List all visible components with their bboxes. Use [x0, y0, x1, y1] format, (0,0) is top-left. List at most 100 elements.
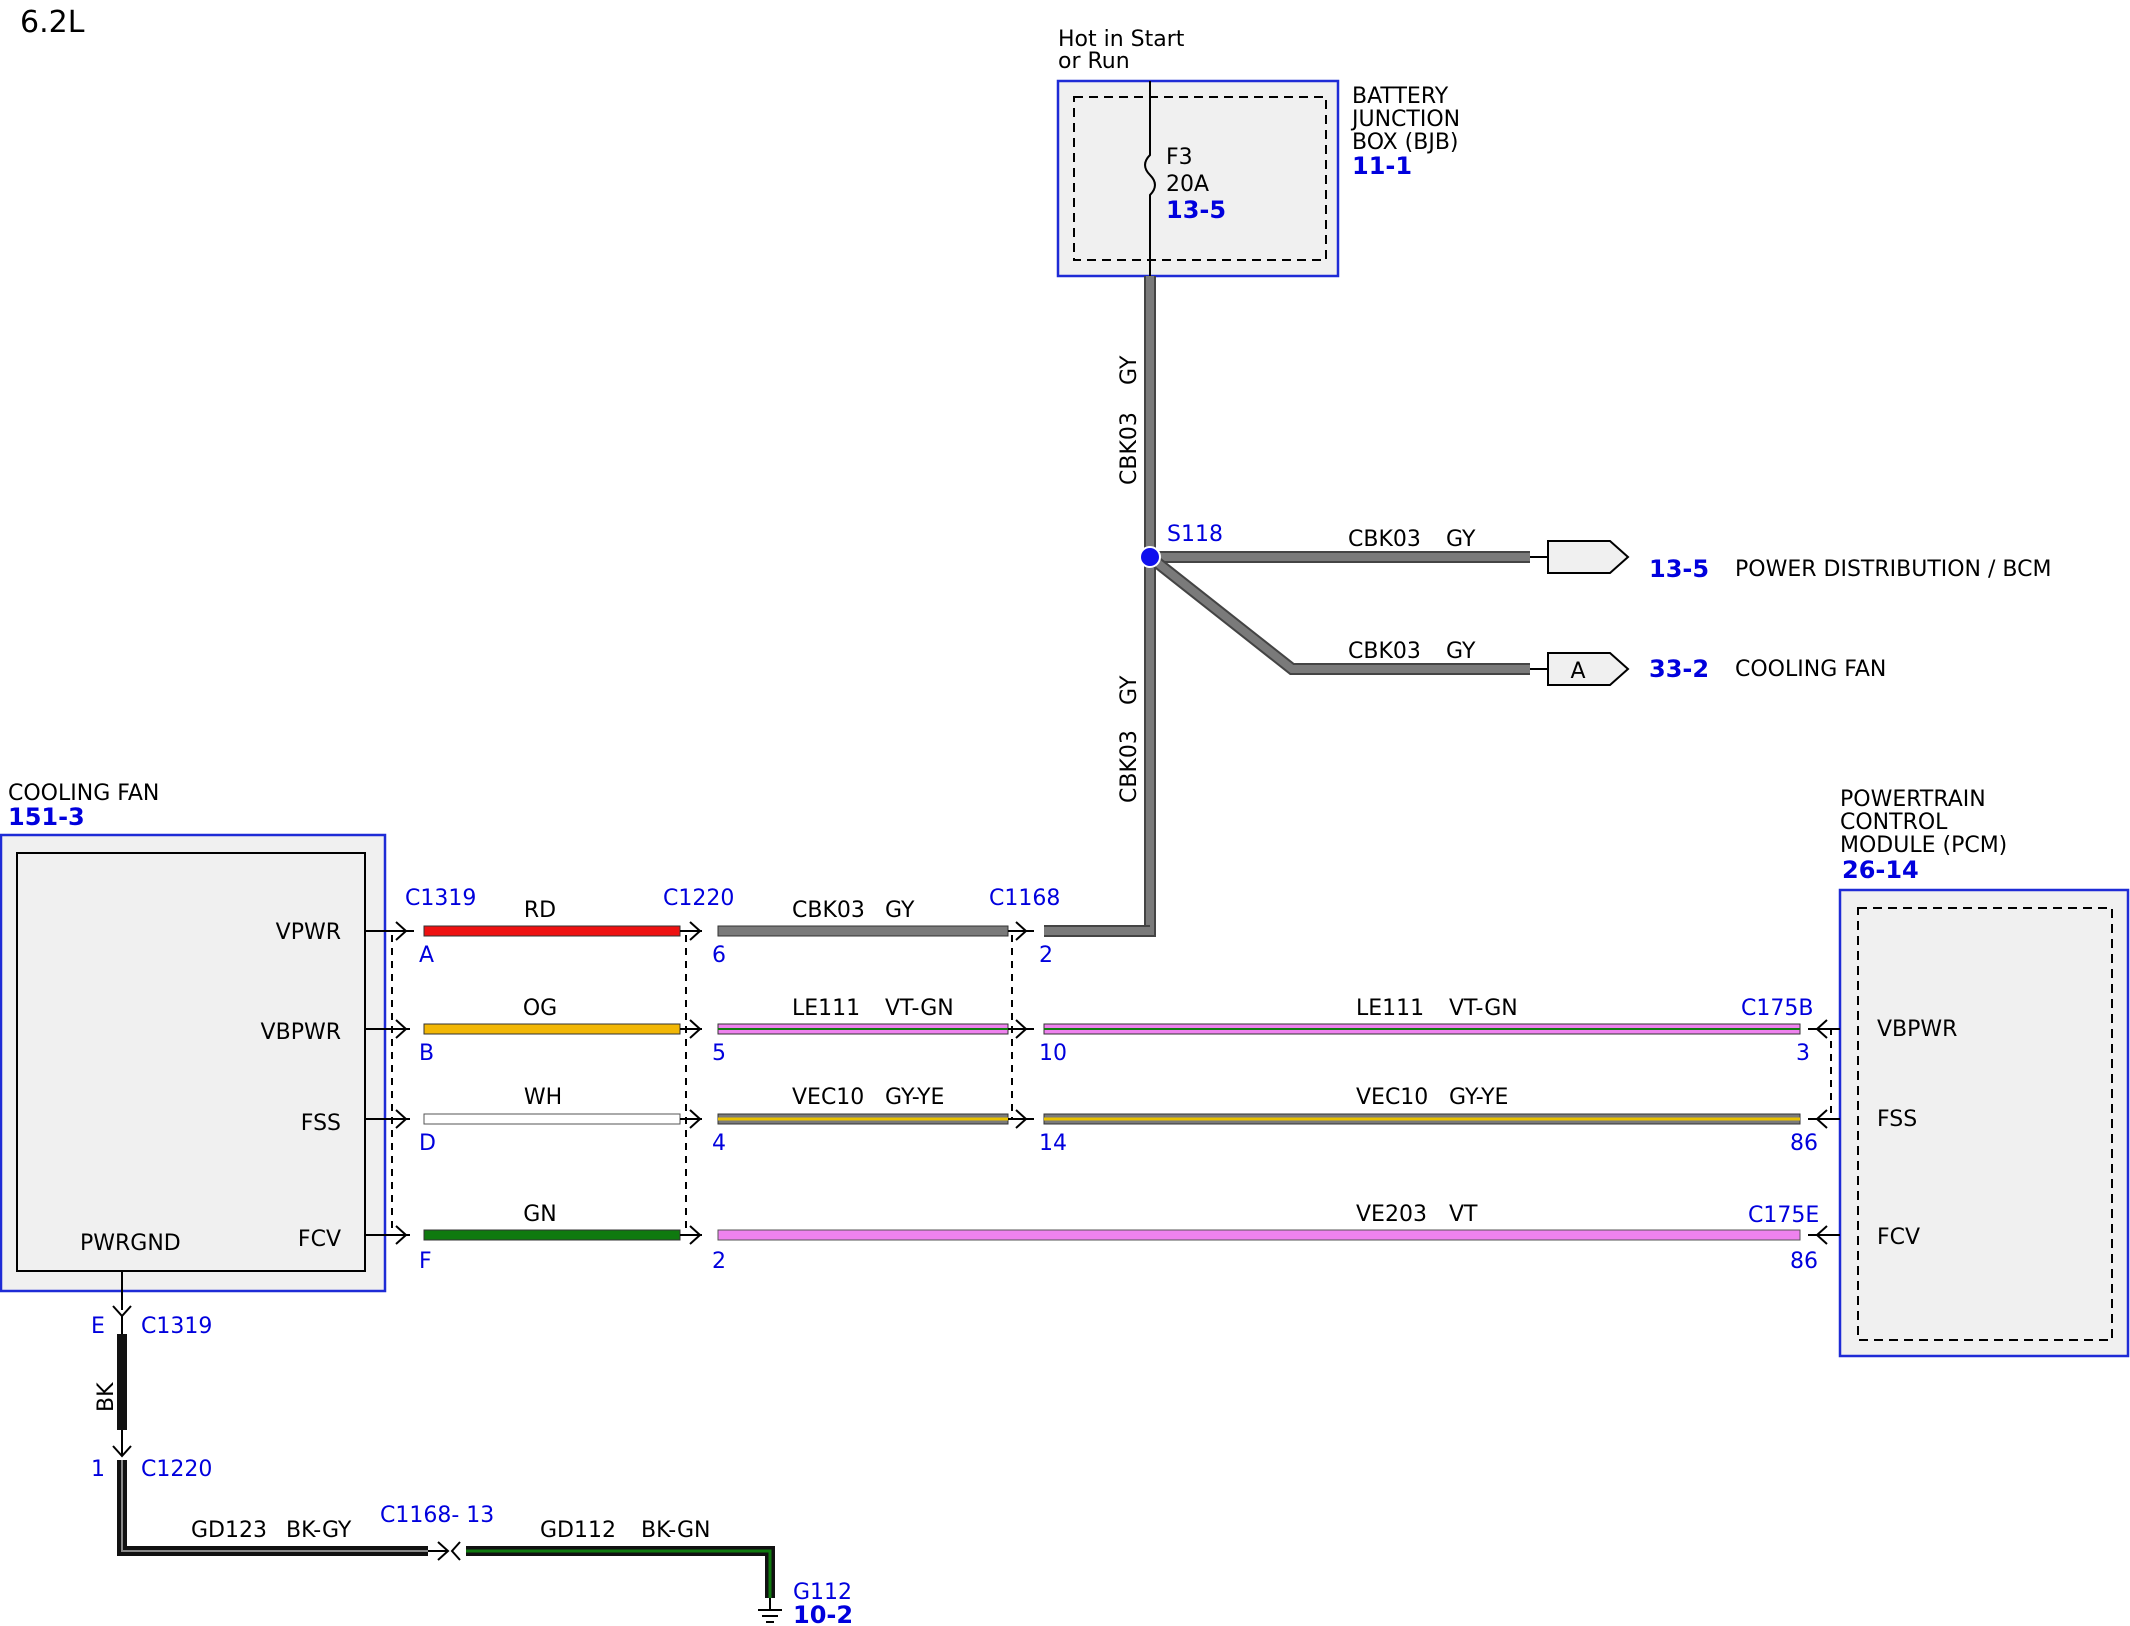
wire-gd112-stripe	[466, 1549, 772, 1598]
conn-c175b: C175B	[1741, 996, 1813, 1021]
row1-c3: LE111	[1356, 996, 1424, 1021]
splice-dot	[1139, 546, 1161, 568]
gnd-c1220: C1220	[141, 1457, 212, 1482]
gnd-pin-1: 1	[91, 1457, 105, 1482]
pcm-inner	[1857, 907, 2113, 1341]
row1-pin-c: 10	[1039, 1041, 1067, 1066]
offpage1-arrow	[1530, 540, 1630, 574]
branch2-wire	[1147, 553, 1530, 673]
wire-cbk03-b	[1044, 927, 1154, 935]
pcm-pin-fcv: FCV	[1877, 1225, 1920, 1250]
bjb-supply-line2: or Run	[1058, 49, 1130, 74]
fan-pin-vpwr: VPWR	[276, 920, 341, 945]
row3-pin-b: 2	[712, 1249, 726, 1274]
row2-w1: WH	[524, 1085, 562, 1110]
gnd-g112: G112	[793, 1580, 852, 1605]
conn-c1220: C1220	[663, 886, 734, 911]
gnd-c2-circuit: GD112	[540, 1518, 616, 1543]
gnd-c1-color: BK-GY	[286, 1518, 352, 1543]
pcm-name-line1: POWERTRAIN	[1840, 787, 1986, 812]
row0-pin-c: 2	[1039, 943, 1053, 968]
fuse-amps: 20A	[1166, 172, 1209, 197]
wire-gd112	[466, 1546, 775, 1598]
row1-pin-a: B	[419, 1041, 434, 1066]
row1-w1: OG	[523, 996, 557, 1021]
conn-c1319: C1319	[405, 886, 476, 911]
vwire-color-top: GY	[1117, 355, 1142, 385]
row3-pin-a: F	[419, 1249, 432, 1274]
offpage1-circuit: CBK03	[1348, 527, 1421, 552]
row1-col3: VT-GN	[1449, 996, 1518, 1021]
vwire-circuit-bottom: CBK03	[1117, 730, 1142, 803]
bjb-name-line3: BOX (BJB)	[1352, 130, 1459, 155]
row3-w1: GN	[523, 1202, 557, 1227]
row2-pin-b: 4	[712, 1131, 726, 1156]
bjb-supply-line1: Hot in Start	[1058, 27, 1185, 52]
bjb-name-line1: BATTERY	[1352, 84, 1449, 109]
row0-pin-b: 6	[712, 943, 726, 968]
gnd-ref[interactable]: 10-2	[793, 1601, 853, 1626]
pin-leads	[365, 930, 1840, 1236]
vwire-color-bottom: GY	[1117, 675, 1142, 705]
fan-pin-fss: FSS	[301, 1111, 341, 1136]
wire-ve203	[717, 1229, 1801, 1241]
row1-pin-b: 5	[712, 1041, 726, 1066]
gnd-c1220-chevron	[112, 1430, 132, 1458]
offpage2-color: GY	[1446, 639, 1476, 664]
offpage1-ref[interactable]: 13-5	[1649, 555, 1709, 583]
gnd-c1168: C1168- 13	[380, 1503, 494, 1528]
wire-bk	[117, 1334, 127, 1430]
row3-c3: VE203	[1356, 1202, 1427, 1227]
wire-gn	[423, 1229, 681, 1241]
offpage2-ref[interactable]: 33-2	[1649, 655, 1709, 683]
splice-id: S118	[1167, 522, 1223, 547]
offpage2-tag: A	[1570, 659, 1585, 684]
gnd-c1168-chevron	[428, 1541, 461, 1561]
row0-pin-a: A	[419, 943, 434, 968]
row2-c2: VEC10	[792, 1085, 864, 1110]
row2-c3: VEC10	[1356, 1085, 1428, 1110]
page-title: 6.2L	[20, 5, 85, 40]
row1-c2: LE111	[792, 996, 860, 1021]
row3-col3: VT	[1449, 1202, 1478, 1227]
row3-pin-d: 86	[1790, 1249, 1818, 1274]
bjb-box	[1056, 79, 1340, 278]
row2-pin-d: 86	[1790, 1131, 1818, 1156]
pcm-pin-fss: FSS	[1877, 1107, 1917, 1132]
wire-gd123-stripe	[121, 1460, 428, 1552]
gnd-pin-e: E	[91, 1314, 105, 1339]
fan-pin-vbpwr: VBPWR	[261, 1020, 341, 1045]
offpage2-arrow	[1530, 652, 1630, 686]
fan-ref[interactable]: 151-3	[8, 803, 85, 831]
conn-c175e: C175E	[1748, 1203, 1819, 1228]
bjb-ref[interactable]: 11-1	[1352, 152, 1412, 180]
row0-c2: CBK03	[792, 898, 865, 923]
offpage1-label: POWER DISTRIBUTION / BCM	[1735, 557, 2051, 582]
pcm-box	[1838, 888, 2130, 1358]
offpage1-color: GY	[1446, 527, 1476, 552]
fan-inner	[16, 852, 366, 1272]
fan-name: COOLING FAN	[8, 781, 159, 806]
gnd-bk-label: BK	[94, 1382, 119, 1412]
pcm-name-line3: MODULE (PCM)	[1840, 833, 2007, 858]
gnd-c1-circuit: GD123	[191, 1518, 267, 1543]
row0-col2: GY	[885, 898, 915, 923]
bjb-name-line2: JUNCTION	[1350, 107, 1460, 132]
fuse-symbol	[1144, 81, 1156, 276]
gnd-c1319: C1319	[141, 1314, 212, 1339]
pcm-ref[interactable]: 26-14	[1842, 856, 1919, 884]
fan-pin-pwrgnd: PWRGND	[80, 1231, 181, 1256]
row1-pin-d: 3	[1796, 1041, 1810, 1066]
row0-w1: RD	[524, 898, 556, 923]
offpage2-circuit: CBK03	[1348, 639, 1421, 664]
fuse-ref[interactable]: 13-5	[1166, 196, 1226, 224]
row1-col2: VT-GN	[885, 996, 954, 1021]
conn-c1168: C1168	[989, 886, 1060, 911]
pcm-pin-vbpwr: VBPWR	[1877, 1017, 1957, 1042]
wire-rd	[423, 925, 681, 937]
row2-pin-c: 14	[1039, 1131, 1067, 1156]
pcm-name-line2: CONTROL	[1840, 810, 1948, 835]
row2-col2: GY-YE	[885, 1085, 944, 1110]
offpage2-label: COOLING FAN	[1735, 657, 1886, 682]
